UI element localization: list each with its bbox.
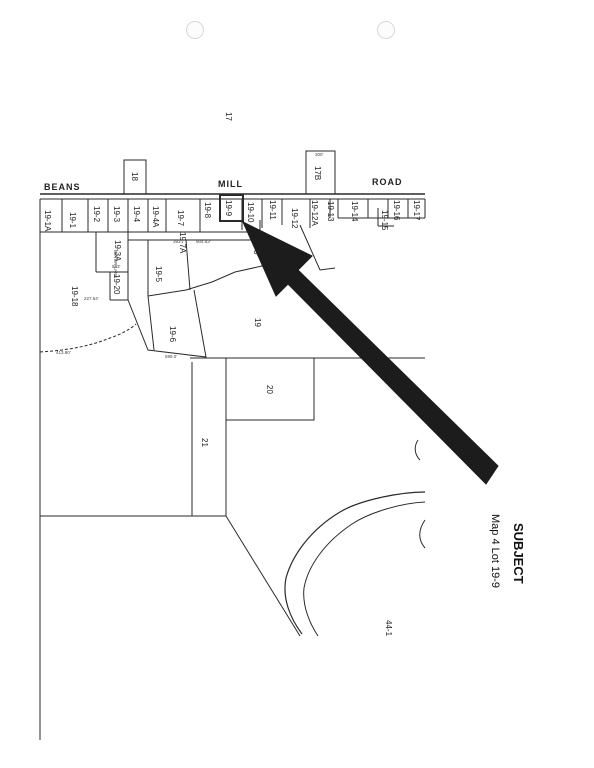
punch-hole-icon <box>186 21 204 39</box>
street-label-beyer-lane: BEYER LANE <box>113 250 118 278</box>
lot-label-19-8: 19-8 <box>203 202 212 219</box>
lot-label-19-3a: 19-3A <box>113 240 122 262</box>
lot-label-19-17: 19-17 <box>412 200 421 221</box>
lot-label-19-12a: 19-12A <box>310 200 319 226</box>
road-name-beans: BEANS <box>44 182 81 192</box>
svg-text:227.54': 227.54' <box>84 296 99 301</box>
lot-label-19: 19 <box>253 318 262 327</box>
svg-text:300': 300' <box>315 152 324 157</box>
svg-text:583': 583' <box>112 264 121 269</box>
lot-label-19-12: 19-12 <box>290 208 299 229</box>
lot-label-19-20: 19-20 <box>112 274 121 295</box>
lot-label-21: 21 <box>200 438 209 447</box>
dimension-notes: 300' 393' 904.83' 583' 227.54' 599.0' 41… <box>56 152 324 359</box>
lot-label-19-5: 19-5 <box>154 266 163 283</box>
lot-labels: 17 18 17B 19-1A 19-1 19-2 19-3 19-4 19-4… <box>43 112 421 637</box>
lot-label-17: 17 <box>224 112 233 121</box>
lot-label-19-14: 19-14 <box>350 201 359 222</box>
lot-label-19-9: 19-9 <box>224 200 233 217</box>
lot-label-19-7: 19-7 <box>176 210 185 227</box>
lot-label-19-13: 19-13 <box>326 201 335 222</box>
lot-label-19-4: 19-4 <box>132 206 141 223</box>
lot-label-18: 18 <box>130 172 139 181</box>
lot-label-19-16: 19-16 <box>392 200 401 221</box>
lot-label-17b: 17B <box>313 166 322 180</box>
lot-label-19-7a: 19-7A <box>178 232 187 254</box>
lot-label-19-6: 19-6 <box>168 326 177 343</box>
lot-label-19-15: 19-15 <box>380 210 389 231</box>
lot-label-44-1: 44-1 <box>384 620 393 637</box>
lot-label-8: 8 <box>252 250 261 255</box>
lot-label-19-1: 19-1 <box>68 212 77 229</box>
svg-text:904.83': 904.83' <box>196 239 211 244</box>
punch-hole-icon <box>377 21 395 39</box>
arrow-icon <box>241 220 499 485</box>
subject-lot-reference: Map 4 Lot 19-9 <box>489 514 501 588</box>
lot-label-19-10: 19-10 <box>246 202 255 223</box>
svg-text:599.0': 599.0' <box>165 354 177 359</box>
svg-text:393': 393' <box>173 239 182 244</box>
lot-label-19-2: 19-2 <box>92 206 101 223</box>
road-name-mill: MILL <box>218 179 243 189</box>
lot-label-19-11: 19-11 <box>268 200 277 220</box>
lot-label-19-3: 19-3 <box>112 206 121 223</box>
lot-label-20: 20 <box>265 385 274 394</box>
lot-label-19-1a: 19-1A <box>43 210 52 232</box>
svg-text:413.90': 413.90' <box>56 350 71 355</box>
road-name-road: ROAD <box>372 177 403 187</box>
lot-label-19-4a: 19-4A <box>151 206 160 228</box>
subject-heading: SUBJECT <box>511 523 526 584</box>
parcel-lines <box>39 150 426 740</box>
lot-label-19-18: 19-18 <box>70 286 79 307</box>
